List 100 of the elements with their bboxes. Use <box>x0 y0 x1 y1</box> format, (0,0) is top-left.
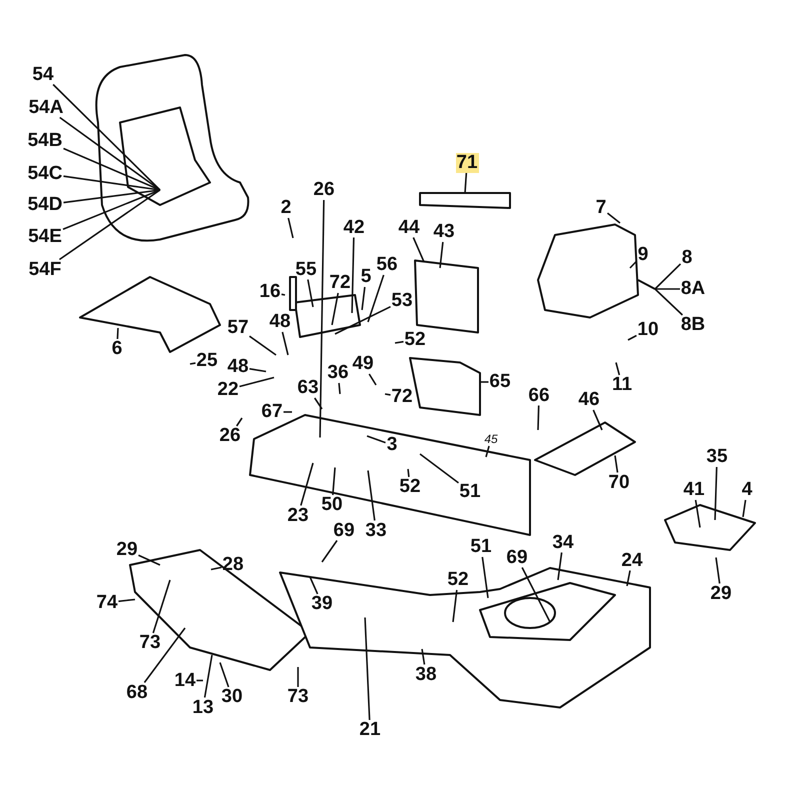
leader-line <box>367 470 376 521</box>
leader-line <box>281 294 286 296</box>
callout-number: 73 <box>286 687 310 707</box>
leader-line <box>628 334 637 341</box>
leader-line <box>332 467 336 496</box>
callout-number: 52 <box>398 477 422 497</box>
leader-line <box>52 84 161 191</box>
leader-line <box>321 540 338 562</box>
leader-line <box>537 405 540 430</box>
callout-number: 53 <box>390 291 414 311</box>
leader-line <box>152 580 171 634</box>
leader-line <box>190 362 196 365</box>
leader-line <box>300 462 314 506</box>
callout-number: 21 <box>358 720 382 740</box>
leader-line <box>592 410 603 430</box>
callout-number: 69 <box>332 520 356 540</box>
leader-line <box>714 466 718 520</box>
callout-number: 14 <box>174 670 196 690</box>
callout-number: 34 <box>552 532 574 552</box>
callout-number: 70 <box>608 472 630 492</box>
callout-number: 72 <box>328 273 352 293</box>
callout-number: 22 <box>216 380 240 400</box>
leader-line <box>654 288 683 316</box>
leader-line <box>654 263 682 290</box>
callout-number: 30 <box>220 687 244 707</box>
leader-line <box>464 172 468 194</box>
callout-number: 51 <box>458 482 482 502</box>
callout-number: 54A <box>28 98 64 118</box>
leader-line <box>62 189 160 230</box>
callout-number: 48 <box>268 312 292 332</box>
callout-number: 23 <box>286 506 310 526</box>
callout-number: 42 <box>342 218 366 238</box>
callout-number: 63 <box>296 378 320 398</box>
callout-number: 6 <box>110 339 124 359</box>
leader-line <box>204 654 213 698</box>
leader-line <box>384 393 391 396</box>
callout-number: 57 <box>226 318 250 338</box>
leader-line <box>366 435 386 444</box>
leader-line <box>452 590 458 622</box>
callout-number: 8 <box>680 248 694 268</box>
leader-line <box>319 200 325 438</box>
leader-line <box>249 368 266 372</box>
leader-line <box>282 332 289 356</box>
leader-line <box>742 500 746 518</box>
leader-line <box>144 628 186 683</box>
leader-line <box>118 598 136 602</box>
leader-line <box>368 374 377 386</box>
callout-number: 25 <box>196 351 218 371</box>
callout-number: 51 <box>470 537 492 557</box>
leader-line <box>307 279 314 308</box>
callout-number: 50 <box>320 495 344 515</box>
callout-number: 24 <box>620 550 644 570</box>
leader-line <box>439 242 444 268</box>
leader-line <box>629 260 638 269</box>
callout-number: 3 <box>386 435 398 455</box>
callout-number: 71 <box>456 153 478 173</box>
leader-line <box>364 617 370 720</box>
leader-line <box>351 237 355 314</box>
leader-line <box>421 648 426 665</box>
callout-number: 10 <box>636 320 660 340</box>
callout-number: 28 <box>222 555 244 575</box>
callout-number: 9 <box>636 244 650 264</box>
leader-line <box>694 500 701 528</box>
callout-number: 54B <box>26 130 64 150</box>
callout-number: 52 <box>446 570 470 590</box>
leader-line <box>607 212 620 224</box>
callout-number: 55 <box>294 260 318 280</box>
leader-line <box>715 557 720 584</box>
leader-line <box>297 667 299 687</box>
callout-number: 73 <box>138 633 162 653</box>
callout-number: 54F <box>28 260 62 280</box>
callout-number: 13 <box>192 698 214 718</box>
leader-line <box>309 576 318 594</box>
callout-number: 44 <box>398 218 420 238</box>
callout-number: 5 <box>360 267 372 287</box>
leader-line <box>284 411 292 413</box>
callout-number: 29 <box>710 584 732 604</box>
callout-number: 39 <box>310 594 334 614</box>
leader-line <box>63 175 160 191</box>
leader-line <box>116 328 119 340</box>
leader-line <box>482 556 489 598</box>
callout-number: 16 <box>258 282 282 302</box>
callout-number: 26 <box>312 180 336 200</box>
leader-line <box>361 286 366 310</box>
leader-line <box>394 340 404 344</box>
callout-number: 45 <box>484 432 498 446</box>
callout-number: 54 <box>32 64 54 84</box>
callout-number: 35 <box>706 447 728 467</box>
leader-line <box>210 566 222 570</box>
leader-line <box>334 306 391 335</box>
callout-number: 11 <box>611 375 633 395</box>
callout-number: 26 <box>218 426 242 446</box>
callout-number: 29 <box>116 540 138 560</box>
leader-line <box>367 274 384 322</box>
callout-number: 52 <box>404 330 426 350</box>
leader-line <box>138 554 160 566</box>
callout-number: 65 <box>488 372 512 392</box>
callout-number: 36 <box>326 363 350 383</box>
leader-line <box>615 362 620 376</box>
leader-line <box>59 189 160 260</box>
